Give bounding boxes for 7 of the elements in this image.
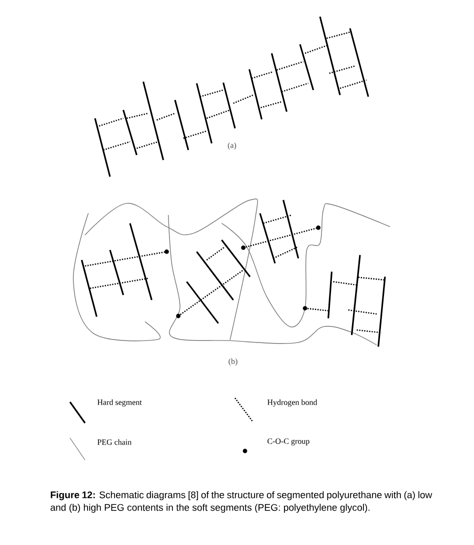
- legend-text: PEG chain: [97, 439, 132, 445]
- panel-label: (b): [228, 358, 238, 366]
- legend-text: C-O-C group: [268, 438, 310, 446]
- caption: Figure 12: Schematic diagrams [8] of the structure of segmented polyurethane with (a) low and (b) high PEG contents in the soft segments (PEG: polyethylene glycol).: [50, 491, 432, 513]
- legend-text: Hard segment: [97, 399, 142, 407]
- legend-text: Hydrogen bond: [267, 399, 318, 407]
- panel-label: (a): [228, 142, 236, 150]
